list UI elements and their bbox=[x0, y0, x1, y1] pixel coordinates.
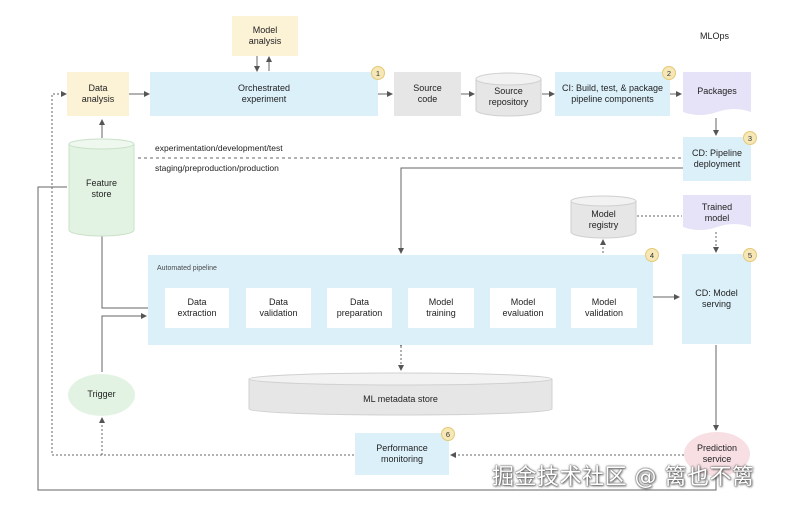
model-registry-cylinder-icon bbox=[570, 195, 637, 239]
source-code-node: Source code bbox=[394, 72, 461, 116]
packages-document-icon bbox=[683, 72, 751, 115]
automated-pipeline-panel bbox=[148, 255, 653, 345]
watermark-text: 掘金技术社区 @ 篱也不篱 bbox=[492, 465, 755, 490]
cd-model-serving-node: CD: Model serving bbox=[682, 254, 751, 344]
cd-pipeline-deployment-node: CD: Pipeline deployment bbox=[683, 137, 751, 181]
step-badge-1: 1 bbox=[371, 66, 385, 80]
prediction-service-node: Prediction service bbox=[684, 432, 750, 476]
model-registry-node: Model registry bbox=[588, 208, 619, 230]
pipeline-step-data-preparation: Data preparation bbox=[327, 288, 392, 328]
packages-node: Packages bbox=[697, 86, 737, 97]
step-badge-6: 6 bbox=[441, 427, 455, 441]
ml-metadata-store-cylinder-icon bbox=[248, 372, 553, 416]
automated-pipeline-label: Automated pipeline bbox=[157, 265, 217, 272]
model-analysis-node: Model analysis bbox=[232, 16, 298, 56]
source-repository-node: Source repository bbox=[488, 85, 529, 107]
pipeline-step-data-validation: Data validation bbox=[246, 288, 311, 328]
trained-model-document-icon bbox=[683, 195, 751, 230]
trained-model-node: Trained model bbox=[701, 201, 733, 223]
data-analysis-node: Data analysis bbox=[67, 72, 129, 116]
step-badge-4: 4 bbox=[645, 248, 659, 262]
ml-metadata-store-node: ML metadata store bbox=[363, 394, 438, 405]
lower-environment-label: staging/preproduction/production bbox=[155, 163, 279, 173]
orchestrated-experiment-node: Orchestrated experiment bbox=[150, 72, 378, 116]
upper-environment-label: experimentation/development/test bbox=[155, 143, 283, 153]
feature-store-node: Feature store bbox=[85, 177, 118, 199]
pipeline-step-model-training: Model training bbox=[408, 288, 474, 328]
trigger-node: Trigger bbox=[68, 374, 135, 416]
source-repository-cylinder-icon bbox=[475, 72, 542, 117]
step-badge-2: 2 bbox=[662, 66, 676, 80]
performance-monitoring-node: Performance monitoring bbox=[355, 433, 449, 475]
step-badge-5: 5 bbox=[743, 248, 757, 262]
diagram-title: MLOps bbox=[700, 31, 730, 41]
pipeline-step-model-validation: Model validation bbox=[571, 288, 637, 328]
pipeline-step-model-evaluation: Model evaluation bbox=[490, 288, 556, 328]
ci-build-node: CI: Build, test, & package pipeline comp… bbox=[555, 72, 670, 116]
pipeline-step-data-extraction: Data extraction bbox=[165, 288, 229, 328]
step-badge-3: 3 bbox=[743, 131, 757, 145]
feature-store-cylinder-icon bbox=[68, 138, 135, 237]
